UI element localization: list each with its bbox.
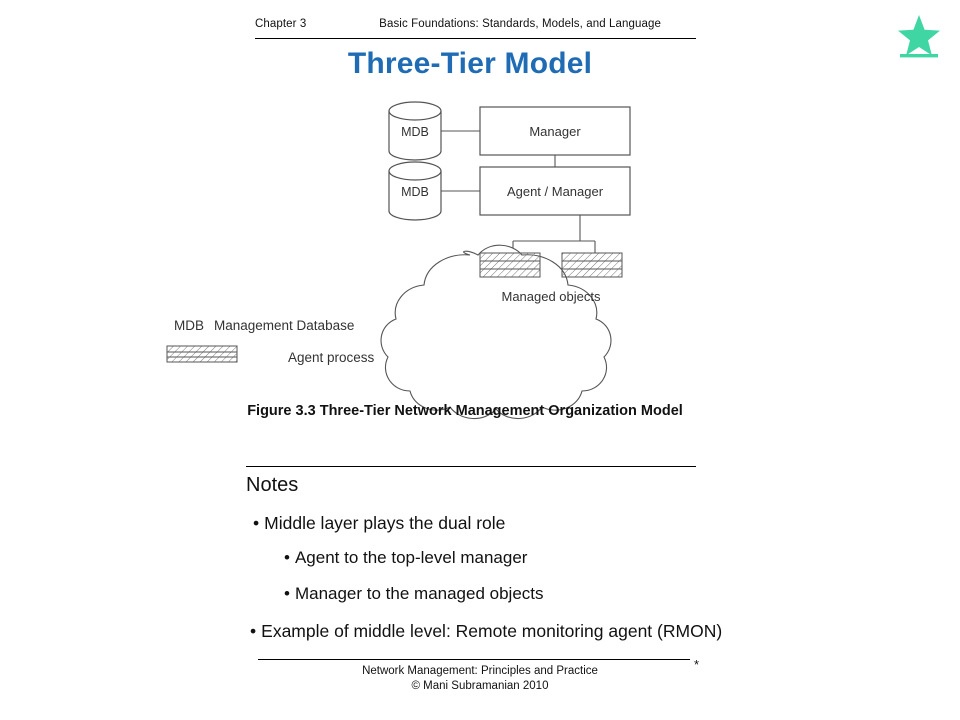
agent-manager-box: Agent / Manager bbox=[479, 166, 631, 216]
legend-agent-process: Agent process bbox=[166, 345, 375, 365]
mdb-bottom-label: MDB bbox=[401, 185, 429, 199]
manager-box: Manager bbox=[479, 106, 631, 156]
bullet-marker: • bbox=[250, 621, 257, 641]
notes-bullet-4: •Example of middle level: Remote monitor… bbox=[250, 621, 722, 642]
notes-divider-top bbox=[246, 466, 696, 467]
header-subject: Basic Foundations: Standards, Models, an… bbox=[379, 18, 661, 30]
notes-bullet-3: •Manager to the managed objects bbox=[284, 584, 544, 604]
notes-heading: Notes bbox=[246, 474, 299, 496]
network-cloud bbox=[380, 244, 612, 420]
legend-mdb: MDB Management Database bbox=[174, 318, 354, 333]
figure-caption: Figure 3.3 Three-Tier Network Management… bbox=[247, 403, 683, 419]
bullet-text: Example of middle level: Remote monitori… bbox=[261, 621, 723, 641]
mdb-cylinder-bottom: MDB bbox=[388, 161, 442, 221]
bullet-text: Manager to the managed objects bbox=[294, 584, 544, 603]
bullet-marker: • bbox=[253, 513, 260, 533]
slide-header: Chapter 3 Basic Foundations: Standards, … bbox=[255, 18, 695, 30]
header-chapter: Chapter 3 bbox=[255, 18, 307, 30]
mdb-top-label: MDB bbox=[401, 125, 429, 139]
header-divider bbox=[255, 38, 696, 39]
bullet-marker: • bbox=[284, 548, 290, 567]
legend-mdb-key: MDB bbox=[174, 318, 204, 333]
notes-divider-bottom bbox=[258, 659, 690, 660]
three-tier-diagram: Managed objects Manager Agent / Manager … bbox=[0, 95, 960, 435]
footer-line-1: Network Management: Principles and Pract… bbox=[362, 665, 598, 677]
footer-line-2: © Mani Subramanian 2010 bbox=[411, 680, 549, 692]
legend-mdb-label: Management Database bbox=[214, 318, 354, 333]
agent-manager-label: Agent / Manager bbox=[507, 184, 604, 199]
manager-label: Manager bbox=[529, 124, 581, 139]
notes-bullet-2: •Agent to the top-level manager bbox=[284, 548, 527, 568]
mdb-cylinder-top: MDB bbox=[388, 101, 442, 161]
agent-process-box-left bbox=[479, 252, 541, 278]
notes-bullet-1: •Middle layer plays the dual role bbox=[253, 513, 505, 534]
star-icon bbox=[896, 13, 942, 59]
agent-process-box-right bbox=[561, 252, 623, 278]
bullet-text: Middle layer plays the dual role bbox=[264, 513, 506, 533]
managed-objects-label: Managed objects bbox=[501, 289, 601, 304]
legend-agent-process-label: Agent process bbox=[288, 350, 375, 365]
page-title: Three-Tier Model bbox=[347, 47, 593, 80]
slide-footer: Network Management: Principles and Pract… bbox=[0, 664, 960, 694]
bullet-text: Agent to the top-level manager bbox=[294, 548, 528, 567]
bullet-marker: • bbox=[284, 584, 290, 603]
footer-asterisk: * bbox=[694, 657, 700, 672]
